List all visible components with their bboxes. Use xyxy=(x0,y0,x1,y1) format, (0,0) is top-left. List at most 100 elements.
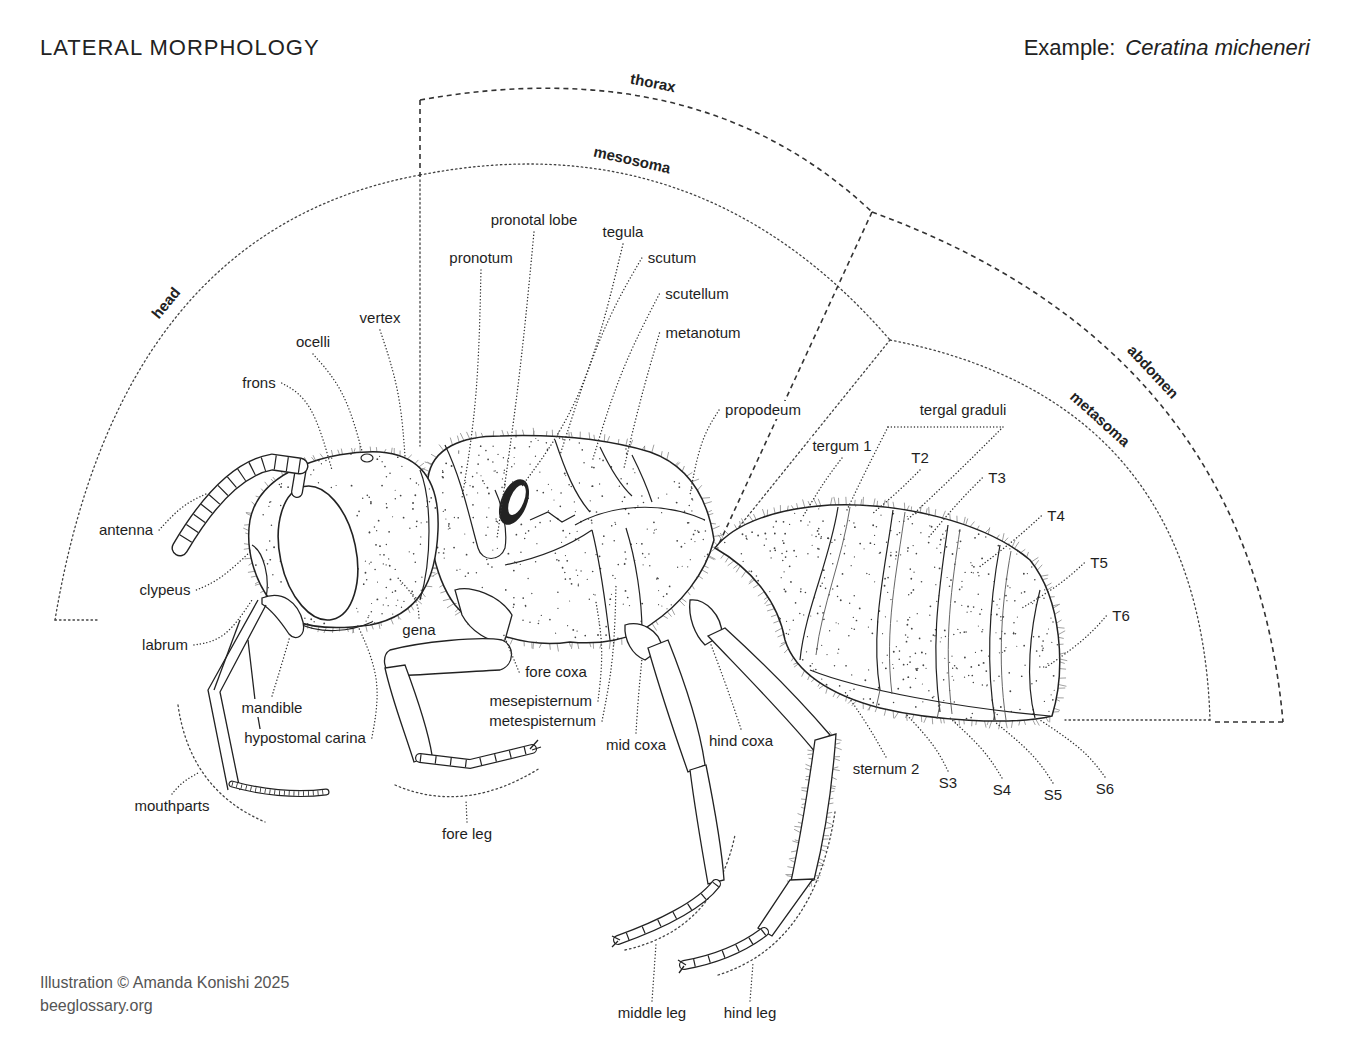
metasoma-shape xyxy=(838,648,840,650)
mesosoma-shape xyxy=(575,511,576,512)
mesosoma-shape xyxy=(522,597,524,599)
metasoma-shape xyxy=(933,696,934,697)
leg-drawing xyxy=(385,589,836,973)
metasoma-shape xyxy=(876,526,878,528)
metasoma-shape xyxy=(1039,655,1040,656)
metasoma-shape xyxy=(916,669,918,671)
metasoma-shape xyxy=(840,534,841,535)
metasoma-shape xyxy=(877,510,893,690)
head-shape xyxy=(358,511,360,513)
metasoma-shape xyxy=(1002,652,1003,653)
metasoma-shape xyxy=(989,511,991,513)
mesosoma-shape xyxy=(486,517,487,518)
metasoma-shape xyxy=(997,714,998,715)
head-shape xyxy=(381,485,383,487)
mesosoma-shape xyxy=(699,465,700,466)
metasoma-shape xyxy=(1051,694,1052,695)
metasoma-shape xyxy=(1008,672,1010,674)
metasoma-shape xyxy=(907,547,909,549)
leader-line xyxy=(1045,616,1106,668)
metasoma-shape xyxy=(919,511,921,513)
metasoma-shape xyxy=(973,682,975,684)
region-label: metasoma xyxy=(1065,386,1135,452)
mesosoma-shape xyxy=(707,554,709,556)
metasoma-shape xyxy=(746,539,747,540)
head-shape xyxy=(331,456,333,458)
head-shape xyxy=(426,506,427,507)
mesosoma-shape xyxy=(492,446,493,447)
part-label: tegula xyxy=(601,223,646,241)
mesosoma-shape xyxy=(641,495,642,496)
metasoma-shape xyxy=(793,550,795,552)
part-label: sternum 2 xyxy=(851,760,922,778)
head-shape xyxy=(252,574,253,575)
mesosoma-shape xyxy=(605,634,607,636)
head-shape xyxy=(323,622,325,624)
metasoma-shape xyxy=(893,668,894,669)
mesosoma-shape xyxy=(687,628,689,630)
mesosoma-shape xyxy=(689,593,690,594)
metasoma-shape xyxy=(721,698,722,699)
metasoma-shape xyxy=(783,542,785,544)
metasoma-shape xyxy=(1031,509,1033,511)
metasoma-shape xyxy=(1022,522,1024,524)
leg-drawing xyxy=(618,884,716,940)
mesosoma-shape xyxy=(566,560,568,562)
metasoma-shape xyxy=(859,543,861,545)
metasoma-shape xyxy=(972,713,974,715)
head-shape xyxy=(269,502,271,504)
metasoma-shape xyxy=(747,506,749,508)
part-label: labrum xyxy=(140,636,190,654)
metasoma-shape xyxy=(757,535,759,537)
mesosoma-shape xyxy=(457,517,459,519)
metasoma-shape xyxy=(971,565,972,566)
leg-bracket xyxy=(395,768,540,797)
metasoma-shape xyxy=(967,606,969,608)
mesosoma-shape xyxy=(671,604,672,605)
mesosoma-shape xyxy=(653,532,654,533)
metasoma-shape xyxy=(1054,690,1055,691)
mesosoma-shape xyxy=(650,446,652,448)
metasoma-shape xyxy=(716,582,718,584)
mesosoma-shape xyxy=(482,480,484,482)
metasoma-shape xyxy=(887,592,888,593)
mesosoma-shape xyxy=(577,575,578,576)
metasoma-shape xyxy=(742,524,743,525)
mesosoma-shape xyxy=(697,530,698,531)
mesosoma-shape xyxy=(448,528,449,529)
mouthparts-drawing xyxy=(214,620,240,690)
metasoma-shape xyxy=(845,665,847,667)
region-arcs xyxy=(55,88,1283,722)
mesosoma-shape xyxy=(591,520,593,522)
metasoma-shape xyxy=(770,557,771,558)
mesosoma-shape xyxy=(676,443,677,444)
head-shape xyxy=(412,508,414,510)
metasoma-shape xyxy=(1033,527,1035,529)
metasoma-shape xyxy=(978,575,979,576)
mesosoma-shape xyxy=(459,569,460,570)
metasoma-shape xyxy=(783,521,785,523)
head-shape xyxy=(366,579,368,581)
mesosoma-shape xyxy=(562,439,563,440)
mesosoma-shape xyxy=(477,492,478,493)
metasoma-shape xyxy=(1042,649,1044,651)
metasoma-shape xyxy=(817,548,819,550)
metasoma-shape xyxy=(801,673,803,675)
mesosoma-shape xyxy=(546,442,548,444)
metasoma-shape xyxy=(1024,665,1025,666)
mesosoma-shape xyxy=(698,531,700,533)
metasoma-shape xyxy=(906,624,908,626)
metasoma-shape xyxy=(932,634,934,636)
mesosoma-shape xyxy=(493,470,494,471)
mesosoma-shape xyxy=(442,471,444,473)
mesosoma-shape xyxy=(525,605,527,607)
head-shape xyxy=(420,536,421,537)
mesosoma-shape xyxy=(507,460,508,461)
leg-drawing xyxy=(618,884,716,940)
mesosoma-shape xyxy=(495,470,496,471)
mesosoma-shape xyxy=(705,560,707,562)
mesosoma-shape xyxy=(551,489,552,490)
metasoma-shape xyxy=(869,574,870,575)
metasoma-shape xyxy=(952,668,953,669)
metasoma-shape xyxy=(789,524,790,525)
